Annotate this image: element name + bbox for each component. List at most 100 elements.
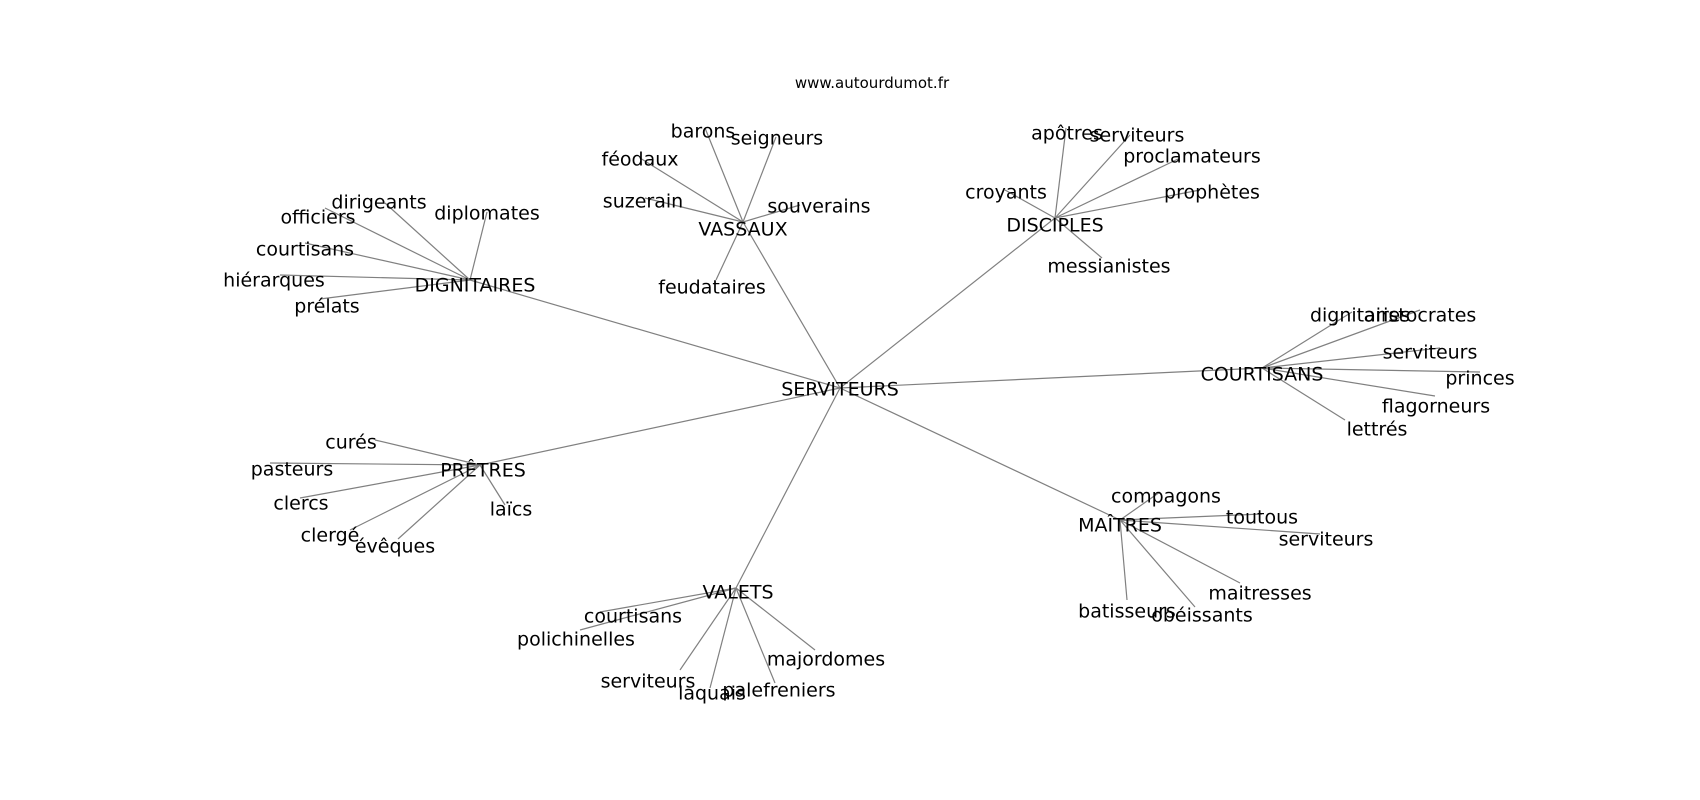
word-node-pretres-clerge: clergé (301, 525, 360, 547)
word-node-vassaux-barons: barons (671, 121, 736, 143)
edge-dignitaires-diplomates (469, 211, 488, 281)
edge-maitres-serviteurs (1119, 519, 1321, 535)
edge-courtisans-lettres (1261, 367, 1346, 421)
word-node-dignitaires-diplomates: diplomates (434, 203, 540, 225)
edge-disciples-serviteurs (1054, 134, 1131, 219)
edge-dignitaires-officiers (324, 207, 471, 281)
edge-center-dignitaires (469, 279, 841, 389)
word-node-valets-majordomes: majordomes (767, 649, 885, 671)
edge-maitres-batisseurs (1119, 519, 1128, 601)
edge-dignitaires-hierarques (279, 274, 471, 281)
edge-maitres-obeissants (1119, 519, 1196, 608)
edge-disciples-prophetes (1054, 189, 1201, 219)
edge-maitres-maitresses (1119, 519, 1241, 584)
word-node-valets-laquais: laquais (678, 683, 746, 705)
group-node-courtisans: COURTISANS (1201, 364, 1324, 386)
word-node-pretres-pasteurs: pasteurs (251, 459, 334, 481)
graph-edges (269, 127, 1481, 689)
edge-courtisans-flagorneurs (1261, 367, 1436, 397)
word-node-courtisans-lettres: lettrés (1347, 419, 1408, 441)
edge-disciples-croyants (1004, 189, 1056, 219)
group-node-dignitaires: DIGNITAIRES (415, 275, 536, 297)
word-node-dignitaires-officiers: officiers (280, 207, 355, 229)
word-node-valets-polichinelles: polichinelles (517, 629, 635, 651)
word-node-dignitaires-prelats: prélats (294, 296, 359, 318)
word-node-courtisans-princes: princes (1445, 368, 1514, 390)
word-node-courtisans-dignitaires: dignitaires (1310, 305, 1410, 327)
word-node-dignitaires-courtisans: courtisans (256, 239, 354, 261)
edge-pretres-eveques (397, 464, 481, 540)
word-node-courtisans-serviteurs: serviteurs (1383, 342, 1478, 364)
edge-center-vassaux (742, 221, 841, 389)
word-node-maitres-batisseurs: batisseurs (1078, 601, 1176, 623)
word-node-valets-palefreniers: palefreniers (722, 680, 835, 702)
edge-disciples-apotres (1054, 127, 1067, 219)
word-node-vassaux-feodaux: féodaux (602, 149, 679, 171)
group-node-vassaux: VASSAUX (698, 219, 787, 241)
word-node-maitres-compagons: compagons (1111, 486, 1221, 508)
edge-dignitaires-prelats (319, 279, 471, 300)
edge-valets-polichinelles (579, 587, 737, 631)
edge-center-disciples (839, 217, 1056, 389)
graph-labels: SERVITEURS DIGNITAIRES officiersdirigeants… (223, 121, 1514, 705)
edge-valets-palefreniers (735, 587, 776, 684)
edge-courtisans-serviteurs (1261, 347, 1441, 369)
word-node-valets-serviteurs: serviteurs (601, 671, 696, 693)
word-node-maitres-maitresses: maitresses (1208, 583, 1311, 605)
edge-center-maitres (839, 387, 1121, 521)
word-node-vassaux-suzerain: suzerain (603, 191, 683, 213)
edge-valets-majordomes (735, 587, 816, 651)
word-node-pretres-clercs: clercs (273, 493, 328, 515)
word-node-courtisans-aristocrates: aristocrates (1364, 305, 1477, 327)
group-node-maitres: MAÎTRES (1078, 514, 1162, 537)
word-node-disciples-prophetes: prophètes (1164, 182, 1260, 204)
edge-center-courtisans (839, 367, 1263, 389)
edge-disciples-proclamateurs (1054, 158, 1179, 219)
edge-pretres-cures (374, 439, 481, 466)
word-node-pretres-laics: laïcs (490, 499, 533, 521)
word-node-disciples-proclamateurs: proclamateurs (1123, 146, 1261, 168)
edge-valets-courtisans (599, 587, 737, 613)
edge-vassaux-barons (704, 127, 744, 223)
edge-pretres-clercs (299, 464, 481, 499)
word-node-maitres-serviteurs: serviteurs (1279, 529, 1374, 551)
edge-dignitaires-courtisans (304, 242, 471, 281)
word-node-pretres-cures: curés (325, 432, 376, 454)
edge-pretres-laics (479, 464, 506, 506)
edge-vassaux-seigneurs (742, 136, 777, 223)
edge-maitres-toutous (1119, 513, 1263, 521)
edge-center-valets (735, 387, 841, 589)
edge-vassaux-feodaux (639, 157, 744, 223)
word-node-dignitaires-dirigeants: dirigeants (331, 192, 426, 214)
word-node-vassaux-feudataires: feudataires (658, 277, 765, 299)
edge-valets-laquais (709, 587, 737, 689)
edge-courtisans-dignitaires (1261, 311, 1353, 369)
center-node-label: SERVITEURS (781, 379, 899, 401)
edge-maitres-compagons (1119, 491, 1161, 521)
edge-vassaux-feudataires (715, 221, 744, 281)
source-label: www.autourdumot.fr (795, 74, 950, 92)
group-node-valets: VALETS (702, 582, 773, 604)
edge-center-pretres (479, 387, 841, 466)
word-node-pretres-eveques: évêques (355, 536, 435, 558)
word-node-courtisans-flagorneurs: flagorneurs (1382, 396, 1490, 418)
word-node-disciples-apotres: apôtres (1031, 123, 1103, 145)
group-node-pretres: PRÊTRES (440, 459, 526, 482)
word-node-valets-courtisans: courtisans (584, 606, 682, 628)
word-node-disciples-serviteurs: serviteurs (1090, 125, 1185, 147)
edge-pretres-clerge (349, 464, 481, 531)
word-node-dignitaires-hierarques: hiérarques (223, 270, 325, 292)
edge-courtisans-princes (1261, 367, 1481, 373)
word-node-maitres-toutous: toutous (1226, 507, 1298, 529)
edge-disciples-messianistes (1054, 217, 1103, 259)
edge-courtisans-aristocrates (1261, 309, 1421, 369)
word-node-vassaux-seigneurs: seigneurs (731, 128, 823, 150)
word-node-disciples-messianistes: messianistes (1047, 256, 1170, 278)
word-node-vassaux-souverains: souverains (767, 196, 870, 218)
edge-dignitaires-dirigeants (384, 202, 471, 281)
edge-pretres-pasteurs (269, 462, 481, 466)
edge-vassaux-suzerain (644, 197, 744, 223)
edge-vassaux-souverains (742, 204, 801, 223)
group-node-disciples: DISCIPLES (1006, 215, 1103, 237)
